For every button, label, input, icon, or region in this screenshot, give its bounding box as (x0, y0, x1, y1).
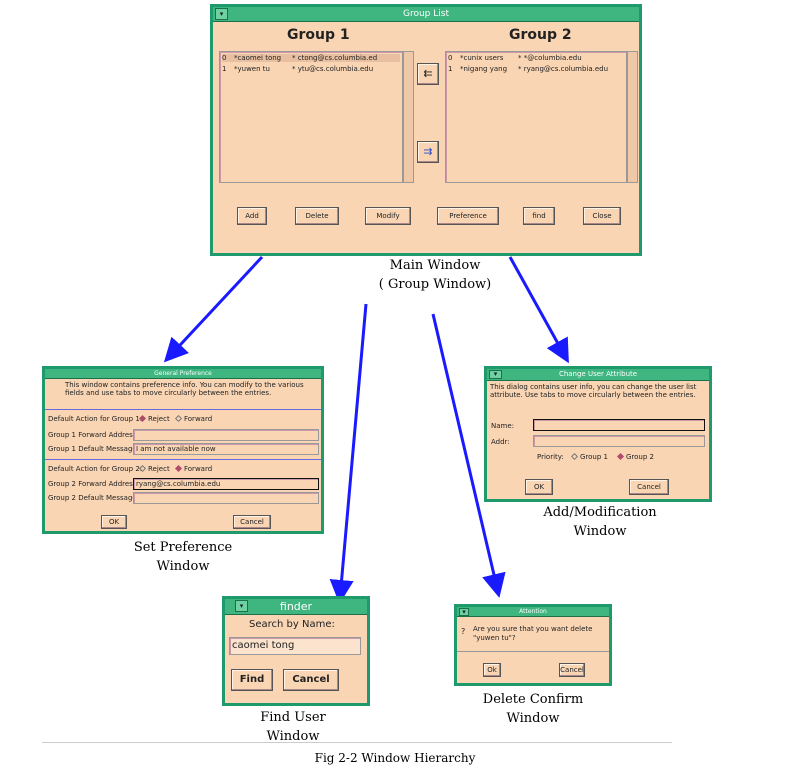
search-label: Search by Name: (249, 619, 335, 630)
list-item[interactable]: 0*cunix users* *@columbia.edu (448, 54, 582, 62)
arrow-to-attribute (508, 256, 569, 364)
confirm-cancel-button[interactable]: Cancel (559, 663, 585, 677)
g1-reject-radio[interactable]: Reject (137, 414, 170, 423)
window-menu-icon[interactable]: ▾ (459, 608, 469, 616)
finder-window: ▾ finder Search by Name: caomei tong Fin… (222, 596, 370, 706)
g1-msg-label: Group 1 Default Message: (48, 445, 140, 453)
main-window: ▾ Group List Group 1 Group 2 0*caomei to… (210, 4, 642, 256)
confirm-message: Are you sure that you want delete "yuwen… (473, 625, 593, 642)
addr-field[interactable] (533, 435, 705, 447)
search-input[interactable]: caomei tong (229, 637, 361, 655)
close-button[interactable]: Close (583, 207, 621, 225)
main-window-caption: Main Window ( Group Window) (378, 258, 492, 292)
figure-caption: Fig 2-2 Window Hierarchy (314, 751, 476, 765)
divider (45, 409, 321, 410)
arrow-to-preference (163, 255, 264, 363)
delete-button[interactable]: Delete (295, 207, 339, 225)
list-item[interactable]: 0*caomei tong* ctong@cs.columbia.ed (222, 54, 400, 62)
window-menu-icon[interactable]: ▾ (489, 370, 502, 379)
find-user-button[interactable]: Find (231, 669, 273, 691)
preference-intro: This window contains preference info. Yo… (65, 381, 304, 397)
finder-cancel-button[interactable]: Cancel (283, 669, 339, 691)
group1-list[interactable]: 0*caomei tong* ctong@cs.columbia.ed 1*yu… (219, 51, 403, 183)
list-item[interactable]: 1*nigang yang* ryang@cs.columbia.edu (448, 65, 609, 73)
attribute-cancel-button[interactable]: Cancel (629, 479, 669, 495)
list-item[interactable]: 1*yuwen tu* ytu@cs.columbia.edu (222, 65, 374, 73)
finder-caption: Find User Window (260, 710, 326, 744)
g2-msg-label: Group 2 Default Message: (48, 494, 140, 502)
g2-forward-addr-field[interactable]: ryang@cs.columbia.edu (133, 478, 319, 490)
divider (457, 651, 609, 652)
bottom-rule (42, 742, 672, 743)
confirm-titlebar[interactable]: ▾ Attention (457, 607, 609, 617)
group1-heading: Group 1 (287, 27, 350, 43)
g1-msg-field[interactable]: I am not available now (133, 443, 319, 455)
priority-label: Priority: (537, 453, 564, 461)
preference-cancel-button[interactable]: Cancel (233, 515, 271, 529)
group1-scrollbar[interactable] (403, 51, 414, 183)
g2-msg-field[interactable] (133, 492, 319, 504)
attribute-caption: Add/Modification Window (543, 505, 657, 539)
group2-heading: Group 2 (509, 27, 572, 43)
add-button[interactable]: Add (237, 207, 267, 225)
move-right-button[interactable]: ⇉ (417, 141, 439, 163)
preference-titlebar[interactable]: General Preference (45, 369, 321, 379)
g1-action-label: Default Action for Group 1: (48, 415, 143, 423)
g2-reject-radio[interactable]: Reject (137, 464, 170, 473)
finder-titlebar[interactable]: ▾ finder (225, 599, 367, 615)
name-label: Name: (491, 422, 515, 430)
confirm-window: ▾ Attention ? Are you sure that you want… (454, 604, 612, 686)
attribute-titlebar[interactable]: ▾ Change User Attribute (487, 369, 709, 381)
attribute-window: ▾ Change User Attribute This dialog cont… (484, 366, 712, 502)
group2-list[interactable]: 0*cunix users* *@columbia.edu 1*nigang y… (445, 51, 627, 183)
group2-scrollbar[interactable] (627, 51, 638, 183)
window-menu-icon[interactable]: ▾ (215, 8, 228, 20)
addr-label: Addr: (491, 438, 510, 446)
preference-caption: Set Preference Window (133, 540, 233, 574)
name-field[interactable] (533, 419, 705, 431)
preference-ok-button[interactable]: OK (101, 515, 127, 529)
attribute-intro: This dialog contains user info, you can … (490, 383, 697, 399)
priority-group1-radio[interactable]: Group 1 (569, 452, 608, 461)
g1-forward-addr-field[interactable] (133, 429, 319, 441)
window-menu-icon[interactable]: ▾ (235, 600, 248, 612)
question-icon: ? (461, 627, 466, 636)
main-window-titlebar[interactable]: ▾ Group List (213, 7, 639, 22)
find-button[interactable]: find (523, 207, 555, 225)
move-left-button[interactable]: ⇇ (417, 63, 439, 85)
attribute-ok-button[interactable]: OK (525, 479, 553, 495)
arrow-to-confirm (431, 313, 506, 598)
g1-forward-addr-label: Group 1 Forward Address: (48, 431, 139, 439)
g2-action-label: Default Action for Group 2: (48, 465, 143, 473)
arrow-to-finder (329, 303, 368, 604)
g2-forward-addr-label: Group 2 Forward Address: (48, 480, 139, 488)
main-window-title: Group List (403, 9, 449, 19)
divider (45, 459, 321, 460)
priority-group2-radio[interactable]: Group 2 (615, 452, 654, 461)
g1-forward-radio[interactable]: Forward (173, 414, 212, 423)
confirm-ok-button[interactable]: Ok (483, 663, 501, 677)
preference-button[interactable]: Preference (437, 207, 499, 225)
modify-button[interactable]: Modify (365, 207, 411, 225)
g2-forward-radio[interactable]: Forward (173, 464, 212, 473)
confirm-caption: Delete Confirm Window (482, 692, 584, 726)
preference-window: General Preference This window contains … (42, 366, 324, 534)
